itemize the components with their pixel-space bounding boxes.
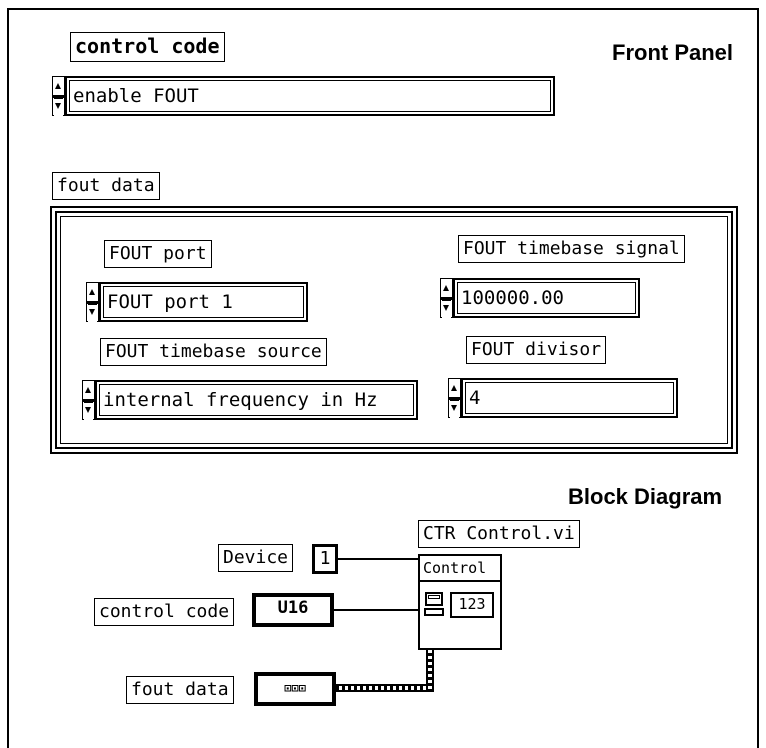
fout-divisor-label: FOUT divisor [466, 336, 607, 364]
fout-port-field[interactable]: FOUT port 1 [99, 282, 308, 322]
decrement-arrow-icon[interactable] [84, 402, 93, 420]
cluster-wire-vertical [426, 650, 434, 692]
fout-data-cluster-terminal[interactable]: ⊡⊡⊡ [254, 672, 336, 706]
fout-timebase-signal-value: 100000.00 [457, 282, 636, 314]
decrement-arrow-icon[interactable] [450, 400, 459, 418]
fout-port-ring[interactable]: FOUT port 1 [86, 282, 308, 322]
fout-timebase-signal-numeric[interactable]: 100000.00 [440, 278, 640, 318]
cluster-wire-horizontal [336, 684, 434, 692]
fout-port-stepper[interactable] [86, 282, 99, 322]
fout-data-diagram-label: fout data [126, 676, 234, 704]
fout-port-label: FOUT port [104, 240, 212, 268]
decrement-arrow-icon[interactable] [442, 300, 451, 318]
control-code-terminal[interactable]: U16 [252, 593, 334, 627]
device-wire [338, 558, 418, 560]
subvi-header: Control [420, 556, 500, 582]
control-code-stepper[interactable] [52, 76, 65, 116]
fout-timebase-source-value: internal frequency in Hz [99, 384, 414, 416]
subvi-output-terminal: 123 [450, 592, 494, 618]
fout-timebase-source-stepper[interactable] [82, 380, 95, 420]
fout-data-label: fout data [52, 172, 160, 200]
fout-timebase-source-field[interactable]: internal frequency in Hz [95, 380, 418, 420]
control-code-diagram-label: control code [94, 598, 235, 626]
subvi-name-label: CTR Control.vi [418, 520, 580, 548]
control-code-value: enable FOUT [69, 80, 551, 112]
fout-timebase-signal-stepper[interactable] [440, 278, 453, 318]
fout-port-value: FOUT port 1 [103, 286, 304, 318]
window-frame [7, 8, 759, 748]
control-code-label: control code [70, 32, 225, 62]
control-code-ring[interactable]: enable FOUT [52, 76, 555, 116]
control-code-field[interactable]: enable FOUT [65, 76, 555, 116]
front-panel-title: Front Panel [612, 40, 734, 65]
ctr-control-subvi-icon[interactable]: Control 123 [418, 554, 502, 650]
increment-arrow-icon[interactable] [442, 280, 451, 298]
decrement-arrow-icon[interactable] [88, 304, 97, 322]
fout-divisor-field[interactable]: 4 [461, 378, 678, 418]
device-constant[interactable]: 1 [312, 544, 338, 574]
fout-divisor-value: 4 [465, 382, 674, 414]
fout-timebase-signal-field[interactable]: 100000.00 [453, 278, 640, 318]
fout-timebase-source-label: FOUT timebase source [100, 338, 327, 366]
fout-divisor-stepper[interactable] [448, 378, 461, 418]
block-diagram-title: Block Diagram [568, 484, 723, 509]
increment-arrow-icon[interactable] [54, 78, 63, 96]
fout-timebase-signal-label: FOUT timebase signal [458, 235, 685, 263]
increment-arrow-icon[interactable] [450, 380, 459, 398]
fout-timebase-source-ring[interactable]: internal frequency in Hz [82, 380, 418, 420]
control-code-wire [334, 609, 418, 611]
increment-arrow-icon[interactable] [88, 284, 97, 302]
device-label: Device [218, 544, 294, 572]
computer-icon [424, 592, 446, 620]
decrement-arrow-icon[interactable] [54, 98, 63, 116]
fout-divisor-numeric[interactable]: 4 [448, 378, 678, 418]
increment-arrow-icon[interactable] [84, 382, 93, 400]
